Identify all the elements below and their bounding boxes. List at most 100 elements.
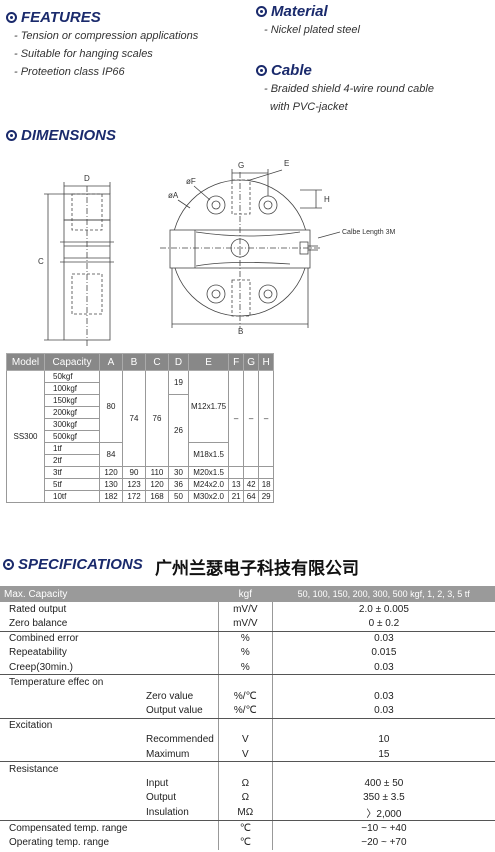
list-item: - Nickel plated steel: [264, 24, 360, 36]
table-row: Resistance: [0, 761, 495, 777]
company-name: 广州兰瑟电子科技有限公司: [155, 559, 359, 579]
spec-sub: [140, 762, 218, 777]
spec-label: [0, 776, 140, 791]
spec-sub: [140, 835, 218, 850]
spec-unit: Ω: [217, 790, 273, 805]
label-a: øA: [168, 191, 179, 200]
spec-sub: Input: [146, 777, 169, 789]
spec-label: Compensated temp. range: [9, 822, 128, 834]
spec-sub: [140, 616, 219, 632]
spec-unit: V: [217, 732, 273, 747]
spec-label: Zero balance: [0, 616, 140, 632]
bullet-icon: [6, 12, 17, 23]
spec-unit: %: [217, 631, 273, 646]
spec-label: [0, 791, 140, 806]
spec-sub: Insulation: [140, 805, 219, 821]
spec-sub: Output: [146, 792, 177, 804]
list-item: - Suitable for hanging scales: [14, 48, 153, 60]
spec-value: 0 ± 0.2: [271, 616, 495, 632]
spec-value: [271, 761, 495, 776]
spec-value: [271, 718, 495, 733]
spec-unit: Ω: [217, 776, 273, 791]
table-row: 3tf 120 90 110 30 M20x1.5: [7, 466, 275, 479]
label-g: G: [238, 161, 244, 170]
dimension-labels: D C G E H øF øA B Calbe Length 3M: [38, 160, 395, 336]
spec-unit: [217, 718, 273, 733]
spec-sub: [140, 602, 218, 617]
spec-label: [0, 805, 140, 821]
table-row: 10tf 182 172 168 50 M30x2.0 21 64 29: [7, 490, 275, 503]
table-row: SS300 50kgf 80 74 76 19 M12x1.75 – – –: [6, 370, 275, 503]
side-view: [44, 182, 114, 346]
table-row: Excitation: [0, 718, 495, 733]
spec-value: 2.0 ± 0.005: [271, 602, 495, 617]
spec-value: 0.03: [271, 703, 495, 719]
spec-value: 0.03: [271, 689, 495, 704]
table-row: Creep(30min.)%0.03: [0, 660, 495, 675]
features-list: - Tension or compression applications - …: [14, 27, 198, 81]
spec-sub: [140, 631, 218, 646]
bullet-icon: [256, 6, 267, 17]
specifications-heading: SPECIFICATIONS: [3, 556, 143, 573]
spec-value: 10: [271, 732, 495, 747]
spec-value: 0.03: [271, 660, 495, 675]
spec-value: 350 ± 3.5: [271, 790, 495, 805]
spec-value: 〉2,000: [271, 805, 495, 821]
spec-unit: ℃: [217, 820, 273, 835]
spec-label: [0, 733, 140, 748]
spec-label: [0, 747, 140, 762]
bullet-icon: [256, 65, 267, 76]
table-row: Compensated temp. range ℃−10 ~ +40: [0, 820, 495, 836]
spec-label: Operating temp. range: [9, 836, 110, 848]
spec-sub: Zero value: [146, 690, 194, 702]
label-e: E: [284, 160, 289, 168]
spec-value: 0.015: [271, 645, 495, 660]
spec-unit: mV/V: [217, 616, 273, 632]
label-c: C: [38, 257, 44, 266]
table-row: 100kgf: [7, 382, 274, 395]
spec-sub: [140, 646, 218, 661]
bullet-icon: [6, 130, 17, 141]
list-item: - Tension or compression applications: [14, 30, 199, 42]
spec-value: 400 ± 50: [271, 776, 495, 791]
spec-unit: mV/V: [217, 602, 273, 617]
spec-value: −10 ~ +40: [271, 820, 495, 835]
spec-unit: [217, 674, 273, 689]
list-item: - Braided shield 4-wire round cable: [264, 83, 434, 95]
spec-sub: [140, 675, 218, 690]
spec-sub: [140, 660, 219, 675]
spec-label: Excitation: [9, 720, 53, 731]
list-item: - Proteetion class IP66: [14, 66, 125, 78]
spec-label: [0, 703, 140, 719]
table-header: Max. Capacity kgf 50, 100, 150, 200, 300…: [0, 586, 495, 602]
spec-label: Rated output: [9, 603, 67, 615]
dimensions-heading: DIMENSIONS: [6, 127, 116, 144]
spec-sub: Output value: [140, 703, 219, 719]
dimension-drawing: D C G E H øF øA B Calbe Length 3M: [38, 160, 395, 346]
dimension-table: Model Capacity A B C D E F G H SS300 50k…: [6, 353, 275, 503]
spec-unit: %: [217, 660, 273, 675]
label-h: H: [324, 195, 330, 204]
table-row: Operating temp. range℃−20 ~ +70: [0, 835, 495, 850]
spec-value: [271, 674, 495, 689]
spec-unit: %/℃: [217, 703, 273, 719]
spec-sub: Recommended: [146, 734, 214, 746]
spec-label: Resistance: [9, 763, 59, 775]
list-item: with PVC-jacket: [270, 101, 348, 113]
material-list: - Nickel plated steel: [264, 21, 360, 39]
spec-sub: [140, 821, 218, 836]
spec-unit: ℃: [217, 835, 273, 850]
spec-label: Creep(30min.): [0, 660, 140, 675]
spec-sub: Maximum: [140, 747, 219, 762]
cable-list: - Braided shield 4-wire round cable with…: [264, 80, 434, 116]
